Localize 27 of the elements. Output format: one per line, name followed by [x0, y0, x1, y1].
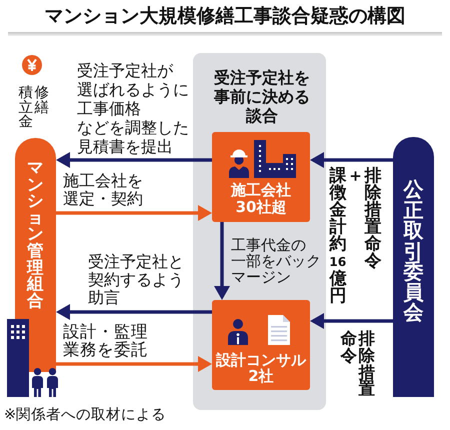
edge-label: 排除措置命令＋課徴金計約16億円	[329, 168, 382, 305]
rounded-bar	[393, 137, 434, 397]
arrow	[56, 152, 212, 168]
title: マンション大規模修繕工事談合疑惑の構図	[44, 4, 406, 28]
edge-label: 施工会社を選定・契約	[63, 172, 144, 208]
group-panel	[193, 53, 326, 410]
edge-label: 排除措置命令	[340, 331, 376, 398]
edge-label: 受注予定社と契約するよう助言	[88, 253, 185, 307]
node-label: 施工会社30社超	[230, 182, 292, 215]
footnote: ※関係者への取材による	[4, 406, 166, 424]
edge-label: 工事代金の一部をバックマージン	[231, 238, 322, 286]
vertical-label: マンション管理組合	[26, 160, 44, 310]
process-box	[212, 300, 310, 390]
panel-heading: 受注予定社を事前に決める談合	[213, 68, 311, 125]
arrow	[56, 205, 212, 221]
arrow	[56, 304, 212, 320]
node-label: 設計コンサル2社	[215, 352, 307, 384]
arrow	[56, 356, 212, 372]
arrow	[310, 313, 393, 329]
arrow	[214, 222, 230, 300]
edge-label: 受注予定社が選ばれるように工事価格などを調整した見積書を提出	[77, 61, 190, 156]
side-label: 修繕積立金	[18, 86, 50, 130]
process-box	[212, 132, 310, 222]
arrow	[310, 152, 393, 168]
vertical-label: 公正取引委員会	[402, 179, 424, 322]
edge-label: 設計・監理業務を委託	[63, 323, 149, 359]
rounded-bar	[15, 138, 56, 372]
